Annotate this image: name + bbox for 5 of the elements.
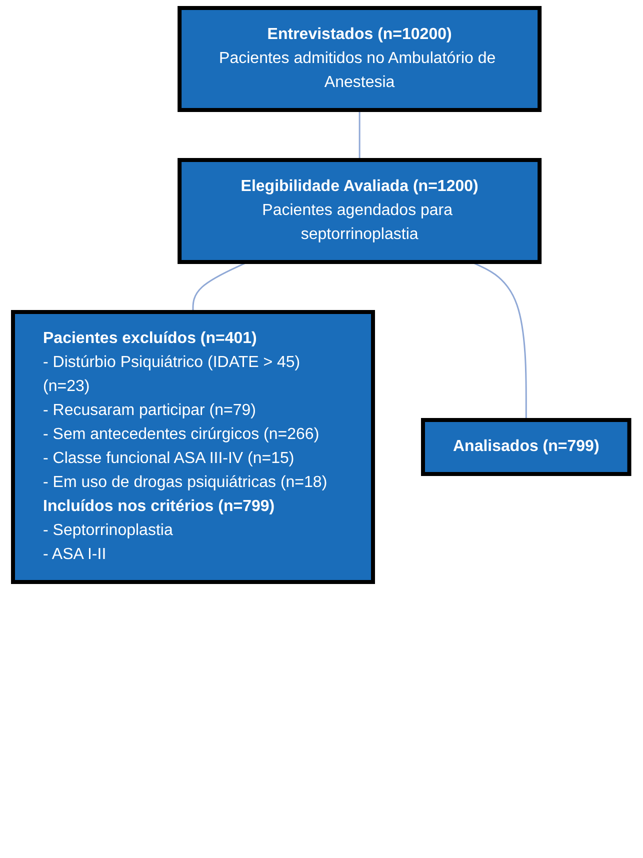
connector: [359, 110, 361, 160]
node-box: Analisados (n=799): [421, 418, 632, 476]
node-box: Elegibilidade Avaliada (n=1200) Pacientes agendados para septorrinoplastia: [178, 158, 542, 264]
node-box: Pacientes excluídos (n=401) - Distúrbio Psiquiátrico (IDATE > 45) (n=23) - Recusaram participar (n=79) - Sem antecedentes cirúrgicos (n=266) - Classe funcional ASA III-IV (n=15) - Em uso de drogas psiquiátricas (n=18) Incluídos nos critérios (n=799) - Septorrinoplastia - ASA I-II: [11, 310, 376, 584]
node-box: Entrevistados (n=10200) Pacientes admitidos no Ambulatório de Anestesia: [178, 6, 542, 112]
